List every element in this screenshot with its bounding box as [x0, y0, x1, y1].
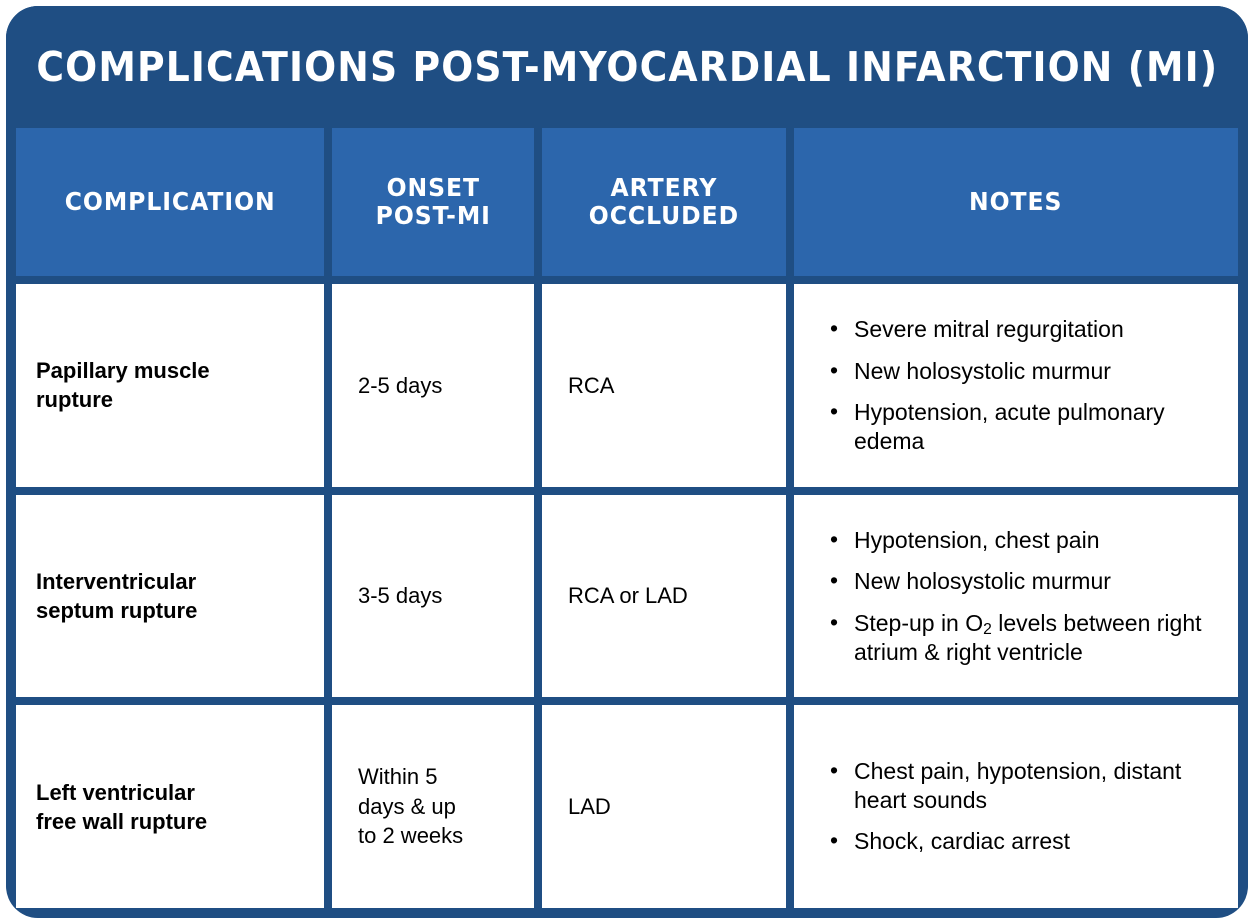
note-item: Chest pain, hypotension, distant heart s…: [828, 756, 1216, 814]
column-header-complication: COMPLICATION: [16, 128, 324, 276]
note-item: Severe mitral regurgitation: [828, 314, 1216, 344]
card-title-bar: COMPLICATIONS POST-MYOCARDIAL INFARCTION…: [6, 6, 1248, 128]
column-header-notes: NOTES: [794, 128, 1238, 276]
note-item: Hypotension, acute pulmonary edema: [828, 397, 1216, 455]
artery-value: RCA or LAD: [568, 583, 688, 609]
column-header-artery-occluded: ARTERY OCCLUDED: [542, 128, 786, 276]
notes-list: Severe mitral regurgitationNew holosysto…: [794, 314, 1238, 455]
note-item: Shock, cardiac arrest: [828, 826, 1216, 856]
column-header-label: ARTERY OCCLUDED: [588, 173, 740, 230]
complication-name: Left ventricular free wall rupture: [36, 779, 208, 834]
note-item: Step-up in O2 levels between right atriu…: [828, 608, 1216, 666]
artery-value: LAD: [568, 793, 611, 819]
cell-notes: Severe mitral regurgitationNew holosysto…: [794, 284, 1238, 487]
note-item: Hypotension, chest pain: [828, 525, 1216, 555]
column-header-label: NOTES: [969, 187, 1063, 216]
cell-complication: Papillary muscle rupture: [16, 284, 324, 487]
table-row: Papillary muscle rupture 2-5 days RCA Se…: [16, 284, 1238, 487]
onset-value: 3-5 days: [358, 583, 443, 609]
cell-artery: RCA or LAD: [542, 494, 786, 698]
column-header-onset-post-mi: ONSET POST-MI: [332, 128, 534, 276]
complications-table-card: COMPLICATIONS POST-MYOCARDIAL INFARCTION…: [6, 6, 1248, 918]
table-row: Left ventricular free wall rupture Withi…: [16, 705, 1238, 909]
notes-list: Hypotension, chest painNew holosystolic …: [794, 525, 1238, 666]
onset-value: Within 5 days & up to 2 weeks: [358, 764, 464, 849]
cell-onset: 2-5 days: [332, 284, 534, 487]
cell-notes: Chest pain, hypotension, distant heart s…: [794, 705, 1238, 909]
complications-table: COMPLICATION ONSET POST-MI ARTERY OCCLUD…: [6, 128, 1248, 918]
notes-list: Chest pain, hypotension, distant heart s…: [794, 756, 1238, 856]
note-item: New holosystolic murmur: [828, 567, 1216, 596]
cell-artery: RCA: [542, 284, 786, 487]
artery-value: RCA: [568, 372, 615, 398]
cell-artery: LAD: [542, 705, 786, 909]
complication-name: Papillary muscle rupture: [36, 358, 210, 413]
complication-name: Interventricular septum rupture: [36, 568, 198, 623]
cell-onset: 3-5 days: [332, 494, 534, 698]
page-title: COMPLICATIONS POST-MYOCARDIAL INFARCTION…: [36, 42, 1218, 91]
cell-complication: Left ventricular free wall rupture: [16, 705, 324, 909]
column-header-label: ONSET POST-MI: [375, 173, 491, 230]
table-row: Interventricular septum rupture 3-5 days…: [16, 494, 1238, 698]
subscript: 2: [983, 621, 992, 639]
onset-value: 2-5 days: [358, 372, 443, 398]
cell-notes: Hypotension, chest painNew holosystolic …: [794, 494, 1238, 698]
table-header-row: COMPLICATION ONSET POST-MI ARTERY OCCLUD…: [16, 128, 1238, 276]
note-item: New holosystolic murmur: [828, 356, 1216, 386]
column-header-label: COMPLICATION: [64, 187, 276, 216]
cell-complication: Interventricular septum rupture: [16, 494, 324, 698]
cell-onset: Within 5 days & up to 2 weeks: [332, 705, 534, 909]
